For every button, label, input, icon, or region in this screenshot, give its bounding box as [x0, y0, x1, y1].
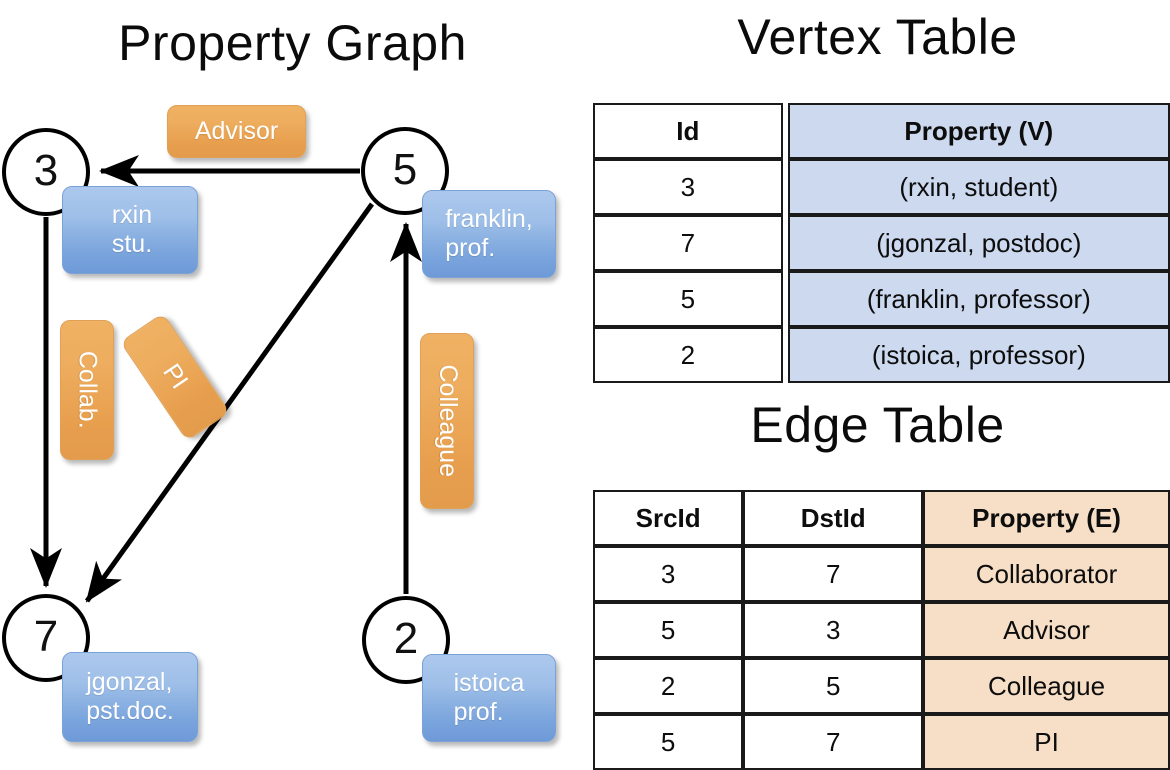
edge-table-cell-srcid: 3 [593, 546, 744, 602]
table-row[interactable]: 5 3 Advisor [593, 602, 1170, 658]
edge-pi-5-to-7 [84, 202, 375, 603]
graph-vertex-3-label: 3 [33, 146, 59, 196]
edge-table-cell-dstid: 7 [743, 546, 924, 602]
vertex-table-cell-property: (rxin, student) [787, 159, 1170, 215]
table-row[interactable]: 7 (jgonzal, postdoc) [593, 215, 1170, 271]
edge-table-header-property: Property (E) [923, 490, 1170, 546]
edge-property-badge-collab-label: Collab. [73, 351, 102, 429]
page-title-vertex-table: Vertex Table [737, 9, 1018, 65]
vertex-table-cell-id: 2 [593, 327, 783, 383]
graph-edges-svg [30, 155, 422, 603]
edge-table-cell-dstid: 3 [743, 602, 924, 658]
vertex-table-cell-property: (jgonzal, postdoc) [787, 215, 1170, 271]
edge-property-badge-pi-label: PI [157, 358, 194, 395]
vertex-table-cell-id: 3 [593, 159, 783, 215]
edge-property-badge-collab[interactable]: Collab. [60, 320, 114, 460]
vertex-table-cell-property: (istoica, professor) [787, 327, 1170, 383]
page-title-edge-table: Edge Table [750, 397, 1005, 453]
vertex-property-badge-franklin[interactable]: franklin, prof. [422, 190, 556, 278]
table-header-row: Id Property (V) [593, 103, 1170, 159]
edge-table-cell-property: Collaborator [923, 546, 1170, 602]
graph-vertex-5[interactable]: 5 [361, 127, 449, 215]
edge-table-cell-srcid: 2 [593, 658, 744, 714]
edge-table-cell-property: Colleague [923, 658, 1170, 714]
edge-property-badge-advisor[interactable]: Advisor [167, 105, 306, 158]
table-header-row: SrcId DstId Property (E) [593, 490, 1170, 546]
edge-table-header-dstid: DstId [743, 490, 924, 546]
vertex-table-header-property: Property (V) [787, 103, 1170, 159]
edge-table-cell-dstid: 5 [743, 658, 924, 714]
property-graph-diagram: 3 5 7 2 rxin stu. franklin, prof. jgonza… [0, 0, 585, 760]
vertex-table: Id Property (V) 3 (rxin, student) 7 (jgo… [593, 103, 1170, 383]
vertex-property-badge-rxin[interactable]: rxin stu. [62, 186, 198, 274]
edge-table-cell-srcid: 5 [593, 714, 744, 770]
graph-vertex-2-label: 2 [393, 614, 419, 664]
vertex-property-badge-jgonzal[interactable]: jgonzal, pst.doc. [62, 652, 198, 742]
table-row[interactable]: 5 7 PI [593, 714, 1170, 770]
vertex-property-badge-rxin-label: rxin stu. [111, 200, 153, 259]
table-row[interactable]: 3 7 Collaborator [593, 546, 1170, 602]
graph-vertex-2[interactable]: 2 [362, 596, 450, 684]
edge-table-header-srcid: SrcId [593, 490, 744, 546]
table-row[interactable]: 2 5 Colleague [593, 658, 1170, 714]
table-row[interactable]: 2 (istoica, professor) [593, 327, 1170, 383]
vertex-table-cell-property: (franklin, professor) [787, 271, 1170, 327]
page-title-property-graph: Property Graph [118, 15, 467, 71]
edge-property-badge-advisor-label: Advisor [194, 116, 279, 145]
edge-table: SrcId DstId Property (E) 3 7 Collaborato… [593, 490, 1170, 770]
vertex-property-badge-istoica-label: istoica prof. [453, 668, 525, 727]
edge-table-cell-dstid: 7 [743, 714, 924, 770]
vertex-property-badge-jgonzal-label: jgonzal, pst.doc. [86, 667, 174, 726]
graph-vertex-5-label: 5 [392, 145, 418, 195]
table-row[interactable]: 5 (franklin, professor) [593, 271, 1170, 327]
edge-table-cell-property: PI [923, 714, 1170, 770]
table-row[interactable]: 3 (rxin, student) [593, 159, 1170, 215]
edge-property-badge-colleague[interactable]: Colleague [420, 333, 474, 509]
vertex-table-cell-id: 5 [593, 271, 783, 327]
edge-property-badge-colleague-label: Colleague [433, 364, 462, 478]
edge-table-cell-property: Advisor [923, 602, 1170, 658]
vertex-table-cell-id: 7 [593, 215, 783, 271]
graph-vertex-7-label: 7 [33, 612, 59, 662]
vertex-property-badge-istoica[interactable]: istoica prof. [422, 654, 556, 742]
vertex-table-header-id: Id [593, 103, 783, 159]
edge-table-cell-srcid: 5 [593, 602, 744, 658]
vertex-property-badge-franklin-label: franklin, prof. [445, 204, 533, 263]
